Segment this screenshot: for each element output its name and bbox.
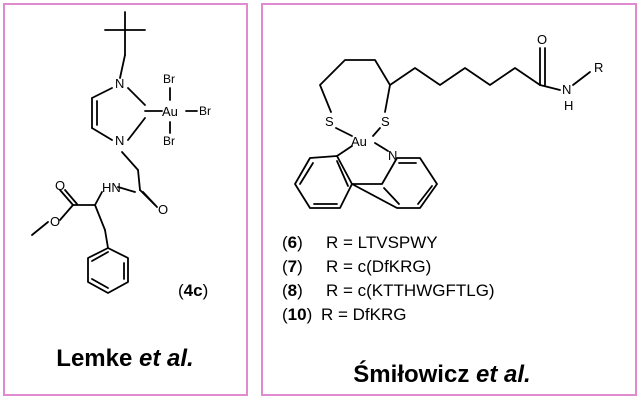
n-pyridine-label: N <box>388 148 397 163</box>
n2-label: N <box>115 133 124 148</box>
compound-label-4c: (4c) <box>178 281 208 300</box>
r-group-8: (8) <box>282 281 303 300</box>
r-group-6-text: R = LTVSPWY <box>326 233 438 252</box>
n-amide-label: N <box>562 82 571 97</box>
right-panel-frame <box>261 3 637 396</box>
left-panel-frame <box>3 3 248 396</box>
o-carbonyl-label: O <box>537 32 547 47</box>
r-group-6: (6) <box>282 233 303 252</box>
left-structure: N N Au Br Br Br HN O O O (4c) <box>31 11 211 300</box>
r-group-7: (7) <box>282 257 303 276</box>
s1-label: S <box>325 114 334 129</box>
r-group-10: (10) <box>282 305 312 324</box>
right-caption: Śmiłowicz et al. <box>353 360 530 388</box>
o1-label: O <box>158 202 168 217</box>
n1-label: N <box>115 76 124 91</box>
hn-label: HN <box>102 180 121 195</box>
au-label: Au <box>351 134 367 149</box>
br1-label: Br <box>163 72 175 86</box>
h-amide-label: H <box>564 98 573 113</box>
r-group-10-text: R = DfKRG <box>321 305 407 324</box>
o3-label: O <box>50 214 60 229</box>
br3-label: Br <box>163 134 175 148</box>
s2-label: S <box>381 114 390 129</box>
r-group-list: (6) R = LTVSPWY (7) R = c(DfKRG) (8) R =… <box>282 233 495 324</box>
o2-label: O <box>55 178 65 193</box>
r-label: R <box>594 60 603 75</box>
au-label: Au <box>162 104 178 119</box>
right-structure: O N H R S S Au N <box>294 32 603 209</box>
br2-label: Br <box>199 104 211 118</box>
r-group-8-text: R = c(KTTHWGFTLG) <box>326 281 495 300</box>
r-group-7-text: R = c(DfKRG) <box>326 257 431 276</box>
left-caption: Lemke et al. <box>56 345 193 372</box>
